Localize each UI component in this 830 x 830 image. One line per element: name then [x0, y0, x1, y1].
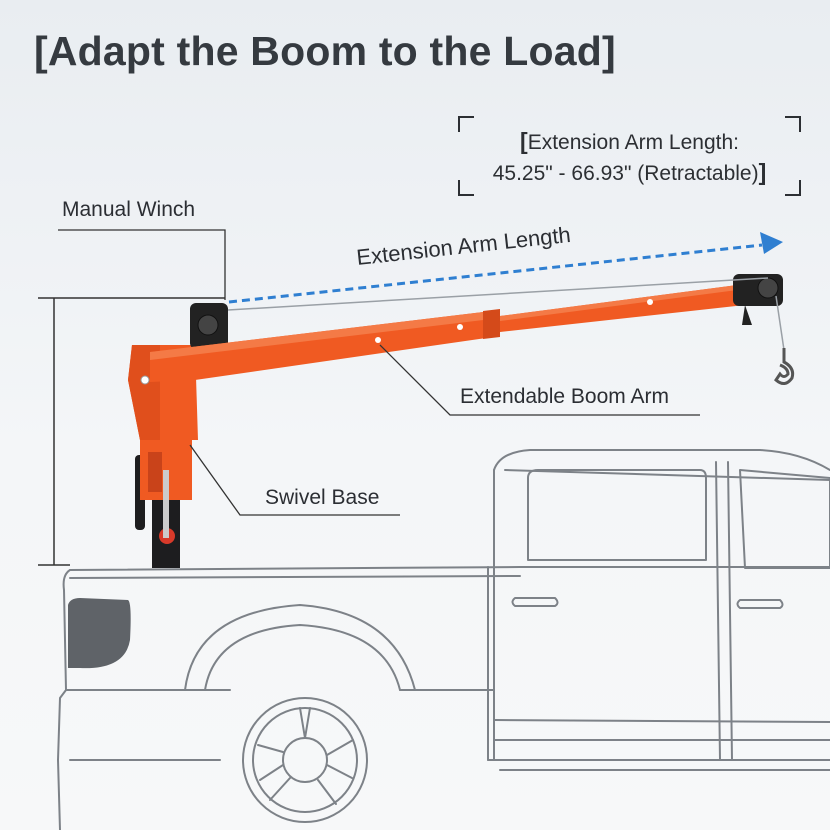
pump-rod [163, 470, 169, 538]
truck-outline [57, 449, 830, 830]
lifting-hook [774, 348, 795, 385]
spec-bracket-open: [ [520, 128, 528, 154]
page-title: [Adapt the Boom to the Load] [34, 28, 616, 74]
callout-swivel-base: Swivel Base [265, 486, 380, 509]
extension-arrow-line [228, 243, 763, 304]
winch-cable [227, 277, 769, 311]
height-dimension-line [38, 297, 225, 566]
boom-pin [375, 337, 381, 343]
spec-line-1: [Extension Arm Length: [458, 126, 801, 158]
winch-hub [197, 314, 219, 336]
spec-line-2: 45.25" - 66.93" (Retractable)] [458, 157, 801, 189]
spec-bracket-close: ] [758, 159, 767, 185]
tail-light [68, 598, 131, 669]
callout-manual-winch: Manual Winch [62, 198, 196, 221]
boom-collar [483, 309, 500, 339]
pulley-wheel [757, 277, 779, 299]
spec-box-corner [785, 180, 801, 196]
spec-line-2-text: 45.25" - 66.93" (Retractable) [492, 162, 759, 185]
hook-cable [775, 295, 785, 351]
callout-leaders [58, 229, 700, 516]
spec-box-corner [458, 116, 474, 132]
spec-box-corner [458, 180, 474, 196]
spec-box-corner [785, 116, 801, 132]
spec-line-1-text: Extension Arm Length: [527, 131, 739, 154]
boom-pin [457, 324, 463, 330]
boom-pin [647, 299, 653, 305]
callout-extendable-boom-arm: Extendable Boom Arm [460, 385, 669, 408]
extension-arrow-head [760, 232, 783, 254]
spec-box: [Extension Arm Length: 45.25" - 66.93" (… [458, 116, 801, 196]
pulley-pin [742, 305, 752, 325]
swivel-base-slot [148, 452, 162, 492]
boom-highlight [150, 310, 500, 360]
boom-extension-highlight [500, 284, 745, 321]
column-bolt [140, 375, 150, 385]
